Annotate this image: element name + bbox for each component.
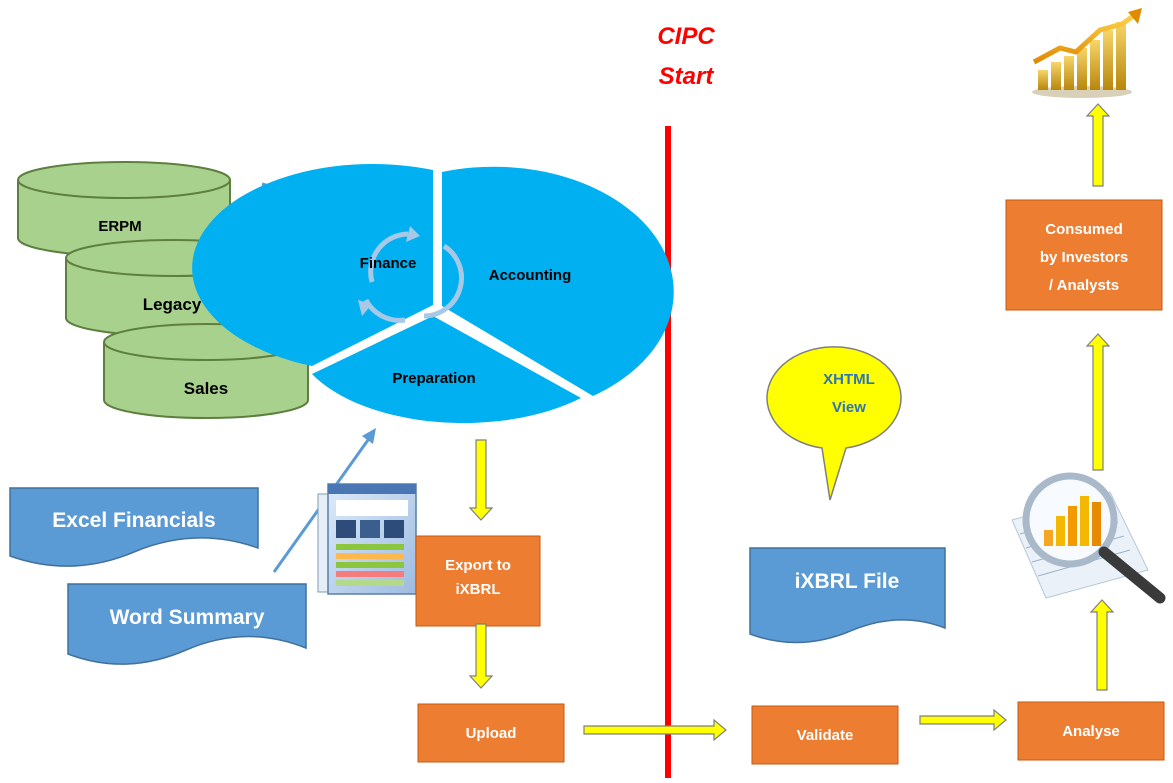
- flow-arrow-right-1: [583, 718, 727, 742]
- cycle-segment-accounting: [442, 166, 674, 396]
- step-consumed: Consumed by Investors / Analysts: [1005, 199, 1163, 311]
- database-label-legacy: Legacy: [143, 295, 202, 314]
- database-sales: Sales: [103, 323, 309, 419]
- report-screenshot-icon: [317, 483, 417, 595]
- document-word-summary: Word Summary: [67, 583, 307, 665]
- database-label-erpm: ERPM: [98, 218, 141, 235]
- database-label-sales: Sales: [184, 379, 228, 398]
- cycle-segment-preparation: [312, 316, 581, 424]
- step-consumed-label-line3: / Analysts: [1049, 277, 1119, 294]
- magnifier-chart-icon: [1011, 472, 1166, 604]
- flow-arrow-up-2: [1085, 333, 1111, 471]
- document-ixbrl-file: iXBRL File: [749, 547, 946, 644]
- step-export-label-line1: Export to: [445, 557, 511, 574]
- database-erpm: ERPM: [17, 161, 231, 257]
- step-validate-label: Validate: [797, 727, 854, 744]
- flow-arrow-up-1: [1089, 599, 1115, 691]
- step-export-ixbrl: Export to iXBRL: [415, 535, 541, 627]
- flow-arrow-down-2: [468, 623, 494, 689]
- process-cycle: Finance Accounting Preparation: [192, 163, 674, 424]
- flow-arrow-right-2: [919, 708, 1007, 732]
- step-analyse-label: Analyse: [1062, 723, 1120, 740]
- flow-arrow-down-1: [468, 439, 494, 521]
- cipc-label-line2: Start: [659, 63, 715, 90]
- document-label-excel: Excel Financials: [52, 509, 215, 532]
- cycle-label-accounting: Accounting: [489, 267, 572, 284]
- step-validate: Validate: [751, 705, 899, 765]
- cycle-label-finance: Finance: [360, 255, 417, 272]
- step-consumed-label-line2: by Investors: [1040, 249, 1128, 266]
- growth-chart-icon: [1032, 8, 1142, 98]
- step-upload: Upload: [417, 703, 565, 763]
- document-label-word: Word Summary: [110, 606, 265, 629]
- step-upload-label: Upload: [466, 725, 517, 742]
- xhtml-view-callout: XHTML View: [766, 346, 902, 501]
- cycle-label-preparation: Preparation: [392, 370, 475, 387]
- callout-label-line2: View: [832, 399, 866, 416]
- document-excel-financials: Excel Financials: [9, 487, 259, 567]
- callout-label-line1: XHTML: [823, 371, 875, 388]
- cipc-start-label: CIPC Start: [657, 23, 715, 90]
- step-analyse: Analyse: [1017, 701, 1165, 761]
- step-consumed-label-line1: Consumed: [1045, 221, 1123, 238]
- document-label-ixbrl: iXBRL File: [795, 570, 900, 593]
- cipc-label-line1: CIPC: [657, 23, 715, 50]
- cycle-refresh-icon: [358, 226, 464, 323]
- step-export-label-line2: iXBRL: [456, 581, 501, 598]
- flow-arrow-up-3: [1085, 103, 1111, 187]
- cycle-segment-finance: [192, 163, 433, 366]
